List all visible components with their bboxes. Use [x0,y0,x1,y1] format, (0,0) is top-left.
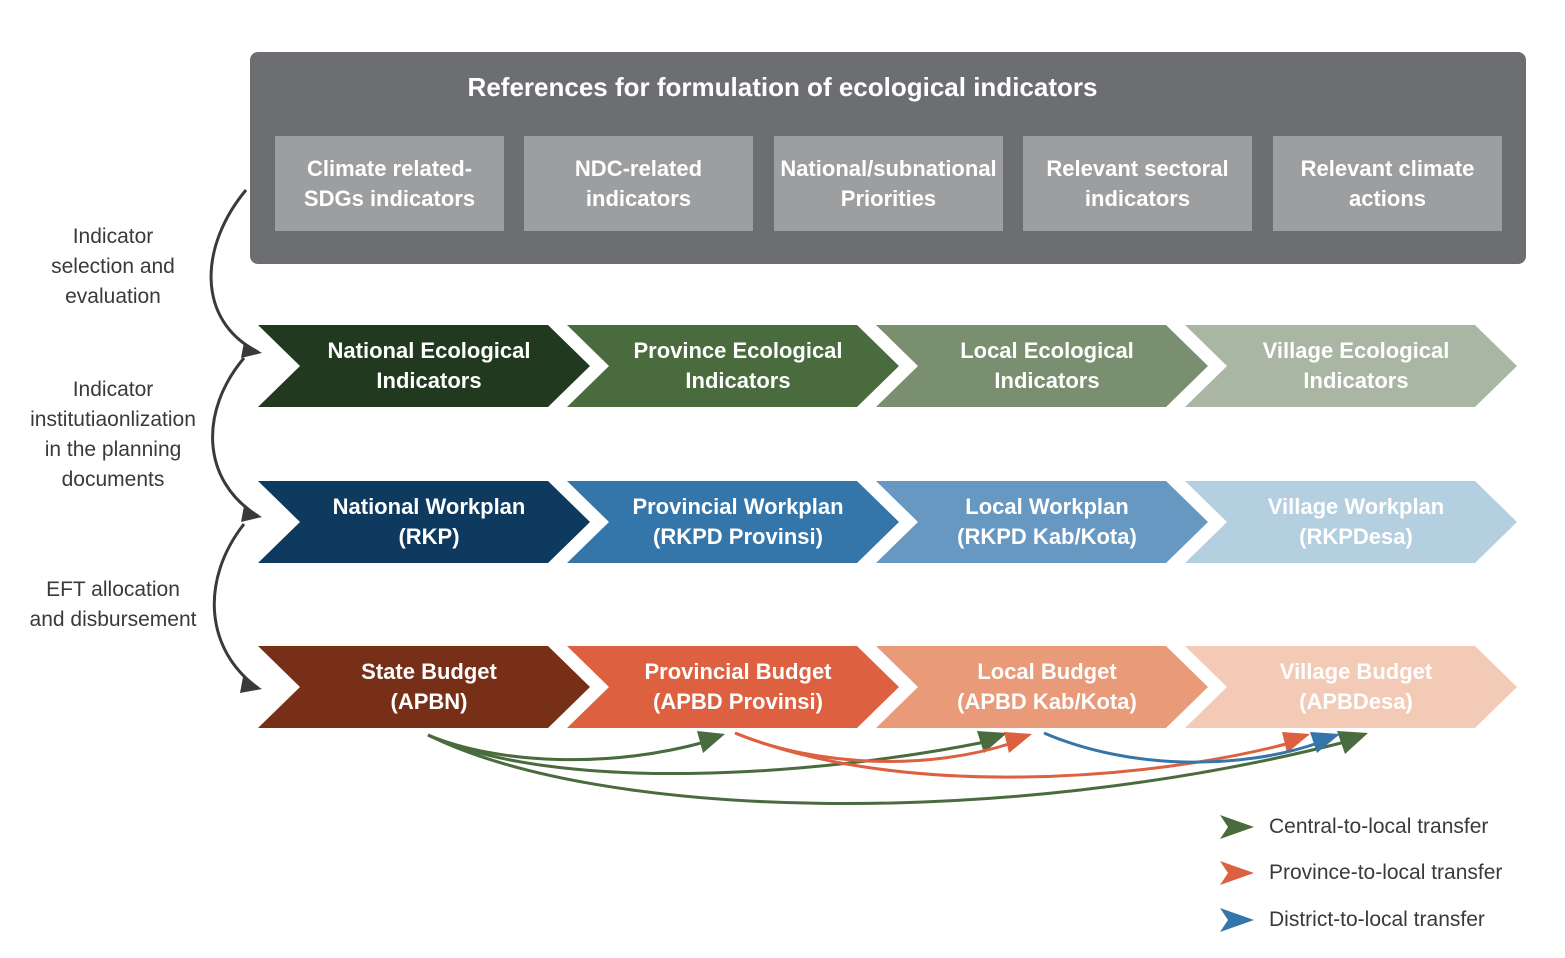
step-arrow-allocation [212,523,259,690]
budgets-row: State Budget (APBN) Provincial Budget (A… [258,646,1518,728]
chevron-provincial-workplan: Provincial Workplan (RKPD Provinsi) [567,481,899,563]
ref-box-climate-actions: Relevant climate actions [1273,136,1502,231]
transfer-central-to-province [427,733,706,762]
arrowhead-icon [241,506,262,522]
chevron-national-workplan: National Workplan (RKP) [258,481,590,563]
ref-box-climate-actions-label: Relevant climate actions [1300,155,1475,211]
chevron-village-workplan: Village Workplan (RKPDesa) [1185,481,1517,563]
chevron-label: Village Budget (APBDesa) [1279,659,1433,714]
workplans-row: National Workplan (RKP) Provincial Workp… [258,481,1518,563]
chevron-label: National Workplan (RKP) [332,494,526,549]
legend-arrow-icon [1220,908,1254,932]
step-arrow-institutionalization [211,357,259,518]
arrowhead-icon [1004,732,1032,753]
chevron-label: Provincial Workplan (RKPD Provinsi) [632,494,844,549]
chevron-local-workplan: Local Workplan (RKPD Kab/Kota) [876,481,1208,563]
arrowhead-icon [1310,732,1340,753]
chevron-national-indicators: National Ecological Indicators [258,325,590,407]
arrowhead-icon [1337,731,1368,754]
arrowhead-icon [241,342,262,358]
legend-district: District-to-local transfer [1220,905,1485,935]
chevron-label: Local Ecological Indicators [960,338,1134,393]
ref-box-sectoral-label: Relevant sectoral indicators [1046,155,1229,211]
indicators-row: National Ecological Indicators Province … [258,325,1518,407]
transfer-district-to-village [1043,731,1319,764]
chevron-label: Province Ecological Indicators [633,338,843,393]
chevron-local-budget: Local Budget (APBD Kab/Kota) [876,646,1208,728]
transfer-province-to-village [734,731,1291,779]
legend-label: Central-to-local transfer [1269,815,1489,838]
arrowhead-icon [977,731,1007,753]
chevron-label: Village Ecological Indicators [1262,338,1450,393]
chevron-label: Provincial Budget (APBD Provinsi) [644,659,832,714]
arrowhead-icon [697,731,725,753]
chevron-village-indicators: Village Ecological Indicators [1185,325,1517,407]
ref-box-ndc-label: NDC-related indicators [574,155,703,211]
chevron-label: National Ecological Indicators [327,338,531,393]
chevron-province-indicators: Province Ecological Indicators [567,325,899,407]
step-label-allocation: EFT allocation and disbursement [29,578,197,631]
chevron-label: State Budget (APBN) [361,659,497,714]
legend-label: Province-to-local transfer [1269,861,1503,884]
legend-label: District-to-local transfer [1269,908,1485,931]
ref-box-sectoral: Relevant sectoral indicators [1023,136,1252,231]
legend-province: Province-to-local transfer [1220,858,1502,888]
chevron-label: Village Workplan (RKPDesa) [1267,494,1445,549]
transfer-central-to-district [427,733,986,776]
ref-box-priorities: National/subnational Priorities [774,136,1003,231]
chevron-provincial-budget: Provincial Budget (APBD Provinsi) [567,646,899,728]
ref-box-sdgs: Climate related- SDGs indicators [275,136,504,231]
chevron-village-budget: Village Budget (APBDesa) [1185,646,1517,728]
legend-arrow-icon [1220,815,1254,839]
ref-box-sdgs-label: Climate related- SDGs indicators [303,155,476,211]
chevron-label: Local Budget (APBD Kab/Kota) [957,659,1137,714]
references-title: References for formulation of ecological… [467,72,1098,102]
chevron-state-budget: State Budget (APBN) [258,646,590,728]
legend-arrow-icon [1220,861,1254,885]
chevron-local-indicators: Local Ecological Indicators [876,325,1208,407]
transfer-central-to-village [427,733,1346,806]
ref-box-priorities-label: National/subnational Priorities [780,155,997,211]
arrowhead-icon [1282,732,1310,753]
arrowhead-icon [240,677,262,693]
legend-central: Central-to-local transfer [1220,812,1488,842]
step-label-selection: Indicator selection and evaluation [51,225,175,308]
step-label-institutionalization: Indicator institutiaonlization in the pl… [30,378,196,491]
step-arrow-selection [209,189,259,354]
ref-box-ndc: NDC-related indicators [524,136,753,231]
chevron-label: Local Workplan (RKPD Kab/Kota) [957,494,1137,549]
